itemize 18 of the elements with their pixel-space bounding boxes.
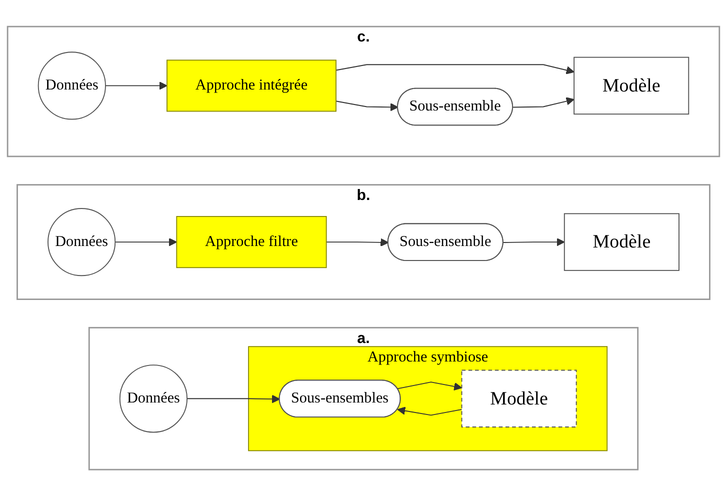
node-circle: Données <box>119 364 188 433</box>
node-box: Approche filtre <box>176 216 327 268</box>
arrow <box>336 64 574 74</box>
node-box: Modèle <box>564 213 680 271</box>
node-box: Modèle <box>574 56 690 114</box>
node-circle: Données <box>48 208 116 276</box>
node-box: Modèle <box>461 370 577 428</box>
arrow <box>397 382 462 390</box>
arrow <box>397 406 462 416</box>
node-box: Approche intégrée <box>166 60 336 112</box>
arrow <box>186 394 280 404</box>
arrow <box>105 81 168 90</box>
arrow <box>512 97 574 108</box>
arrow <box>502 238 565 246</box>
node-circle: Données <box>38 52 106 120</box>
arrow <box>336 100 398 112</box>
arrow <box>326 238 389 246</box>
arrow <box>114 238 178 246</box>
